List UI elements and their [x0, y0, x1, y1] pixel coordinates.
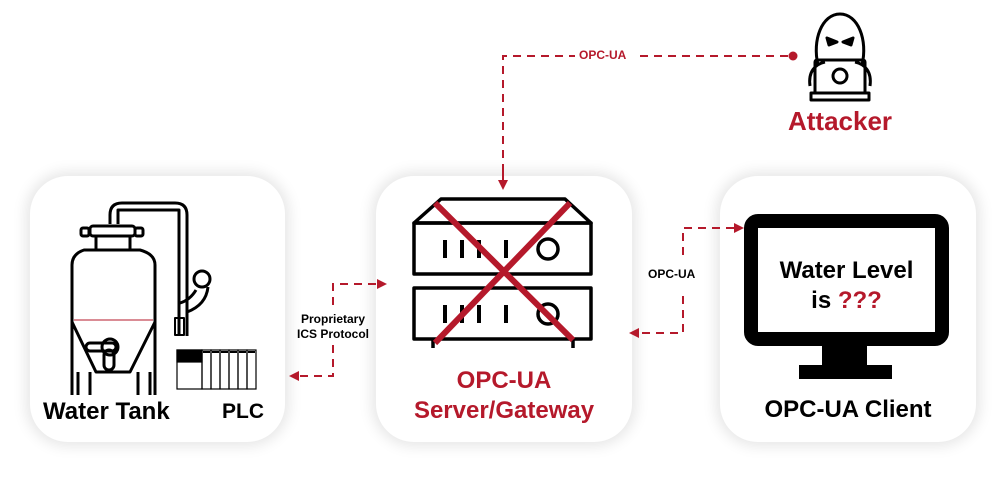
- connector-endpoint-dot: [788, 51, 798, 61]
- hooded-hacker-laptop-icon: [808, 12, 872, 102]
- screen-line1: Water Level: [779, 257, 914, 284]
- plc-label: PLC: [222, 400, 264, 423]
- compromised-x-icon: [432, 200, 576, 346]
- server-stack-icon: [412, 197, 593, 348]
- screen-line2-prefix: is: [811, 287, 832, 314]
- server-label-line2: Server/Gateway: [413, 397, 595, 424]
- connector-label-line: Proprietary: [300, 312, 366, 326]
- server-label: OPC-UA Server/Gateway: [376, 366, 632, 426]
- connector-label-server-client: OPC-UA: [648, 267, 696, 281]
- connector-label-line: ICS Protocol: [296, 327, 369, 341]
- plc-rack-icon: [176, 349, 257, 390]
- connector-server-client: [629, 223, 744, 338]
- connector-label-attacker-server: OPC-UA: [579, 48, 627, 62]
- water-tank-icon: [70, 201, 212, 395]
- monitor-icon: [744, 214, 949, 379]
- connector-plc-server: [289, 279, 387, 381]
- connector-label-plc-server: Proprietary ICS Protocol: [292, 312, 374, 342]
- attacker-label: Attacker: [788, 106, 893, 136]
- water-level-value: ???: [837, 287, 882, 314]
- client-label: OPC-UA Client: [764, 396, 932, 423]
- server-label-line1: OPC-UA: [456, 367, 552, 394]
- screen-line2: is ???: [758, 286, 935, 316]
- water-tank-label: Water Tank: [43, 398, 170, 425]
- connector-attacker-server: [498, 51, 798, 190]
- monitor-screen-text: Water Level is ???: [758, 256, 935, 316]
